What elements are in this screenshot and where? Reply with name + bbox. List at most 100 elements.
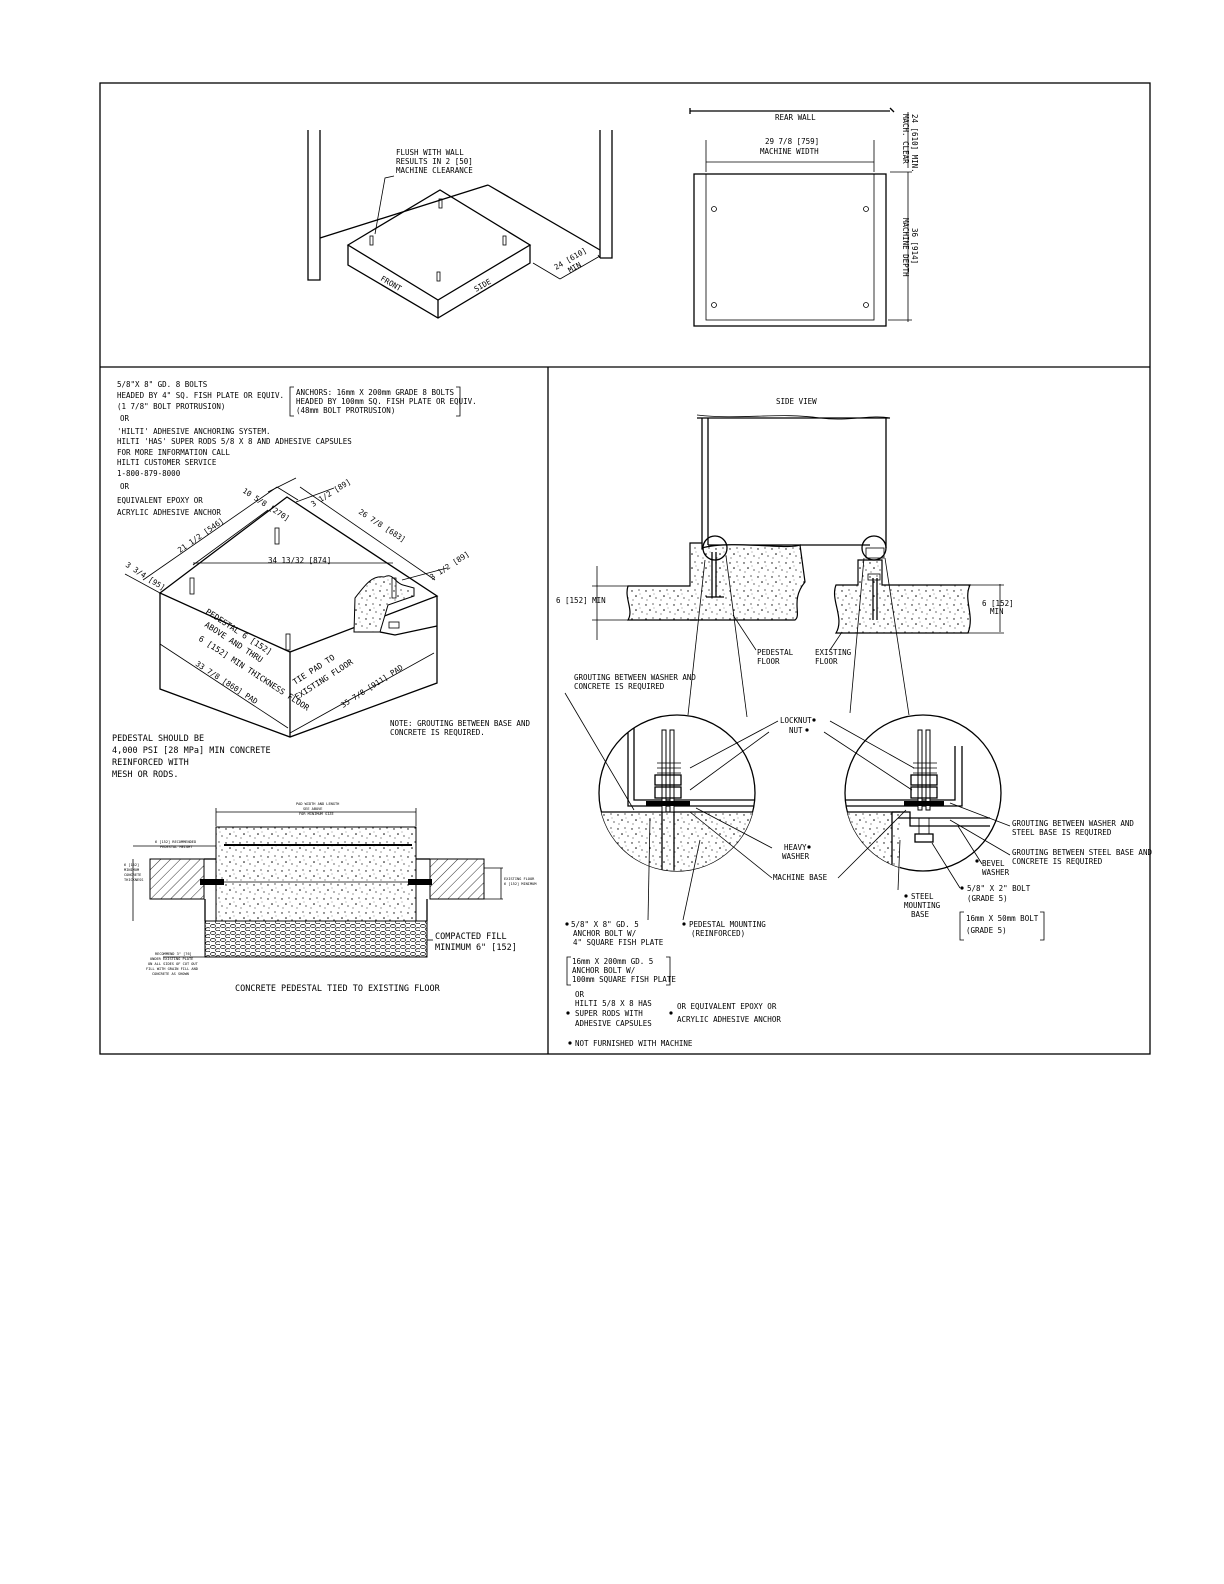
svg-text:OR EQUIVALENT EPOXY OR: OR EQUIVALENT EPOXY OR: [677, 1002, 777, 1011]
svg-text:MIN: MIN: [990, 607, 1004, 616]
svg-text:CONCRETE IS REQUIRED: CONCRETE IS REQUIRED: [1012, 857, 1103, 866]
isometric-labels: FLUSH WITH WALL RESULTS IN 2 [50] MACHIN…: [379, 148, 588, 294]
svg-text:GROUTING BETWEEN STEEL BASE AN: GROUTING BETWEEN STEEL BASE AND: [1012, 848, 1152, 857]
svg-text:PEDESTAL MOUNTING: PEDESTAL MOUNTING: [689, 920, 766, 929]
svg-text:MACHINE BASE: MACHINE BASE: [773, 873, 828, 882]
svg-text:THICKNESS: THICKNESS: [124, 878, 143, 882]
width-dim: 29 7/8 [759]: [765, 137, 819, 146]
svg-text:REINFORCED WITH: REINFORCED WITH: [112, 758, 189, 768]
flush-note-3: MACHINE CLEARANCE: [396, 166, 473, 175]
svg-text:5/8" X 2" BOLT: 5/8" X 2" BOLT: [967, 884, 1031, 893]
svg-text:LOCKNUT: LOCKNUT: [780, 716, 812, 725]
svg-text:UNDER EXISTING PLATE: UNDER EXISTING PLATE: [150, 957, 193, 961]
plan-view-labels: REAR WALL 29 7/8 [759] MACHINE WIDTH 24 …: [760, 113, 919, 277]
svg-text:FLOOR: FLOOR: [757, 657, 780, 666]
depth-dim: 36 [914]: [910, 228, 919, 264]
svg-text:FLOOR: FLOOR: [815, 657, 838, 666]
svg-text:NUT: NUT: [789, 726, 803, 735]
svg-text:MINIMUM 6" [152]: MINIMUM 6" [152]: [435, 943, 517, 953]
svg-text:6 [152] MINIMUM: 6 [152] MINIMUM: [504, 882, 537, 886]
svg-text:'HILTI' ADHESIVE ANCHORING SYS: 'HILTI' ADHESIVE ANCHORING SYSTEM.: [117, 427, 271, 436]
svg-text:OR: OR: [120, 482, 130, 491]
svg-text:SEE ABOVE: SEE ABOVE: [303, 807, 322, 811]
svg-text:PEDESTAL: PEDESTAL: [757, 648, 794, 657]
detail-circle-existing: [844, 714, 1002, 872]
pedestal-isometric: [124, 477, 448, 738]
svg-text:3 1/2 [89]: 3 1/2 [89]: [309, 477, 352, 509]
svg-text:EQUIVALENT EPOXY OR: EQUIVALENT EPOXY OR: [117, 496, 203, 505]
svg-text:GROUTING BETWEEN WASHER AND: GROUTING BETWEEN WASHER AND: [574, 673, 696, 682]
svg-text:CONCRETE IS REQUIRED.: CONCRETE IS REQUIRED.: [390, 728, 485, 737]
svg-text:4" SQUARE FISH PLATE: 4" SQUARE FISH PLATE: [573, 938, 664, 947]
svg-text:RECOMMEND 3" [76]: RECOMMEND 3" [76]: [155, 952, 192, 956]
svg-text:ADHESIVE CAPSULES: ADHESIVE CAPSULES: [575, 1019, 652, 1028]
svg-text:5/8" X 8" GD. 5: 5/8" X 8" GD. 5: [571, 920, 639, 929]
svg-text:HILTI CUSTOMER SERVICE: HILTI CUSTOMER SERVICE: [117, 458, 217, 467]
svg-text:4,000 PSI [28 MPa] MIN CONCRET: 4,000 PSI [28 MPa] MIN CONCRETE: [112, 746, 271, 756]
svg-text:6 [152] RECOMMENDED: 6 [152] RECOMMENDED: [155, 840, 196, 844]
svg-text:HEADED BY 100mm SQ. FISH PLATE: HEADED BY 100mm SQ. FISH PLATE OR EQUIV.: [296, 397, 477, 406]
svg-text:3 3/4 [95]: 3 3/4 [95]: [124, 560, 167, 592]
svg-text:FOR MINIMUM SIZE: FOR MINIMUM SIZE: [299, 812, 334, 816]
svg-text:SIDE VIEW: SIDE VIEW: [776, 397, 817, 406]
svg-text:COMPACTED FILL: COMPACTED FILL: [435, 932, 507, 942]
svg-text:ACRYLIC ADHESIVE ANCHOR: ACRYLIC ADHESIVE ANCHOR: [677, 1015, 781, 1024]
svg-text:(GRADE 5): (GRADE 5): [966, 926, 1007, 935]
drawing-frame: [99, 82, 1151, 1055]
svg-text:PAD WIDTH AND LENGTH: PAD WIDTH AND LENGTH: [296, 802, 339, 806]
width-label: MACHINE WIDTH: [760, 147, 819, 156]
svg-text:26 7/8 [683]: 26 7/8 [683]: [357, 507, 407, 544]
svg-text:PEDESTAL HEIGHT: PEDESTAL HEIGHT: [160, 845, 193, 849]
svg-text:(1 7/8" BOLT PROTRUSION): (1 7/8" BOLT PROTRUSION): [117, 402, 225, 411]
detail-leaders: [564, 692, 1011, 921]
svg-text:100mm SQUARE FISH PLATE: 100mm SQUARE FISH PLATE: [572, 975, 676, 984]
cross-section-labels: PAD WIDTH AND LENGTH SEE ABOVE FOR MINIM…: [124, 802, 537, 994]
svg-text:GROUTING BETWEEN WASHER AND: GROUTING BETWEEN WASHER AND: [1012, 819, 1134, 828]
svg-text:6 [152]: 6 [152]: [124, 863, 139, 867]
svg-text:34 13/32 [874]: 34 13/32 [874]: [268, 556, 331, 565]
svg-text:ANCHORS: 16mm X 200mm GRADE 8: ANCHORS: 16mm X 200mm GRADE 8 BOLTS: [296, 388, 455, 397]
svg-text:EXISTING FLOOR: EXISTING FLOOR: [504, 877, 535, 881]
svg-text:FOR MORE INFORMATION CALL: FOR MORE INFORMATION CALL: [117, 448, 230, 457]
svg-text:5/8"X 8" GD. 8 BOLTS: 5/8"X 8" GD. 8 BOLTS: [117, 380, 208, 389]
svg-text:3 1/2 [89]: 3 1/2 [89]: [428, 550, 471, 582]
flush-note-1: FLUSH WITH WALL: [396, 148, 464, 157]
svg-text:ON ALL SIDES OF CUT OUT: ON ALL SIDES OF CUT OUT: [148, 962, 199, 966]
svg-text:MINIMUM: MINIMUM: [124, 868, 140, 872]
svg-text:CONCRETE: CONCRETE: [124, 873, 141, 877]
svg-text:HILTI 5/8 X 8 HAS: HILTI 5/8 X 8 HAS: [575, 999, 652, 1008]
pedestal-dim-labels: 10 5/8 [270] 3 1/2 [89] 21 1/2 [546] 26 …: [112, 477, 530, 780]
mach-clear-label: MACH. CLEAR: [901, 114, 910, 164]
svg-text:16mm X 200mm GD. 5: 16mm X 200mm GD. 5: [572, 957, 653, 966]
rear-wall-label: REAR WALL: [775, 113, 816, 122]
svg-text:6 [152] MIN: 6 [152] MIN: [556, 596, 606, 605]
svg-text:WASHER: WASHER: [982, 868, 1010, 877]
detail-circle-pedestal: [598, 714, 756, 872]
svg-text:16mm X 50mm BOLT: 16mm X 50mm BOLT: [966, 914, 1039, 923]
pedestal-notes: 5/8"X 8" GD. 8 BOLTS HEADED BY 4" SQ. FI…: [117, 380, 477, 517]
svg-text:MOUNTING: MOUNTING: [904, 901, 941, 910]
svg-text:WASHER: WASHER: [782, 852, 810, 861]
svg-text:ANCHOR BOLT W/: ANCHOR BOLT W/: [572, 966, 635, 975]
svg-text:STEEL BASE IS REQUIRED: STEEL BASE IS REQUIRED: [1012, 828, 1112, 837]
svg-text:CONCRETE IS REQUIRED: CONCRETE IS REQUIRED: [574, 682, 665, 691]
svg-text:1-800-879-8000: 1-800-879-8000: [117, 469, 181, 478]
mach-clear-dim: 24 [610] MIN.: [910, 114, 919, 173]
svg-text:BASE: BASE: [911, 910, 930, 919]
svg-text:OR: OR: [575, 990, 585, 999]
side-view: [592, 414, 1004, 718]
svg-text:PEDESTAL SHOULD BE: PEDESTAL SHOULD BE: [112, 734, 204, 744]
svg-text:ANCHOR BOLT W/: ANCHOR BOLT W/: [573, 929, 636, 938]
svg-text:FILL WITH GRAIN FILL AND: FILL WITH GRAIN FILL AND: [146, 967, 198, 971]
svg-text:STEEL: STEEL: [911, 892, 934, 901]
svg-text:(48mm BOLT PROTRUSION): (48mm BOLT PROTRUSION): [296, 406, 395, 415]
section-caption: CONCRETE PEDESTAL TIED TO EXISTING FLOOR: [235, 984, 441, 994]
svg-text:NOTE: GROUTING BETWEEN BASE AN: NOTE: GROUTING BETWEEN BASE AND: [390, 719, 530, 728]
svg-text:35 7/8 [911] PAD: 35 7/8 [911] PAD: [339, 663, 405, 710]
detail-labels: GROUTING BETWEEN WASHER AND CONCRETE IS …: [565, 673, 1152, 1048]
svg-text:(REINFORCED): (REINFORCED): [691, 929, 745, 938]
svg-text:HILTI 'HAS' SUPER RODS 5/8 X 8: HILTI 'HAS' SUPER RODS 5/8 X 8 AND ADHES…: [117, 437, 352, 446]
svg-text:HEAVY: HEAVY: [784, 843, 807, 852]
depth-label: MACHINE DEPTH: [901, 218, 910, 277]
svg-text:OR: OR: [120, 414, 130, 423]
